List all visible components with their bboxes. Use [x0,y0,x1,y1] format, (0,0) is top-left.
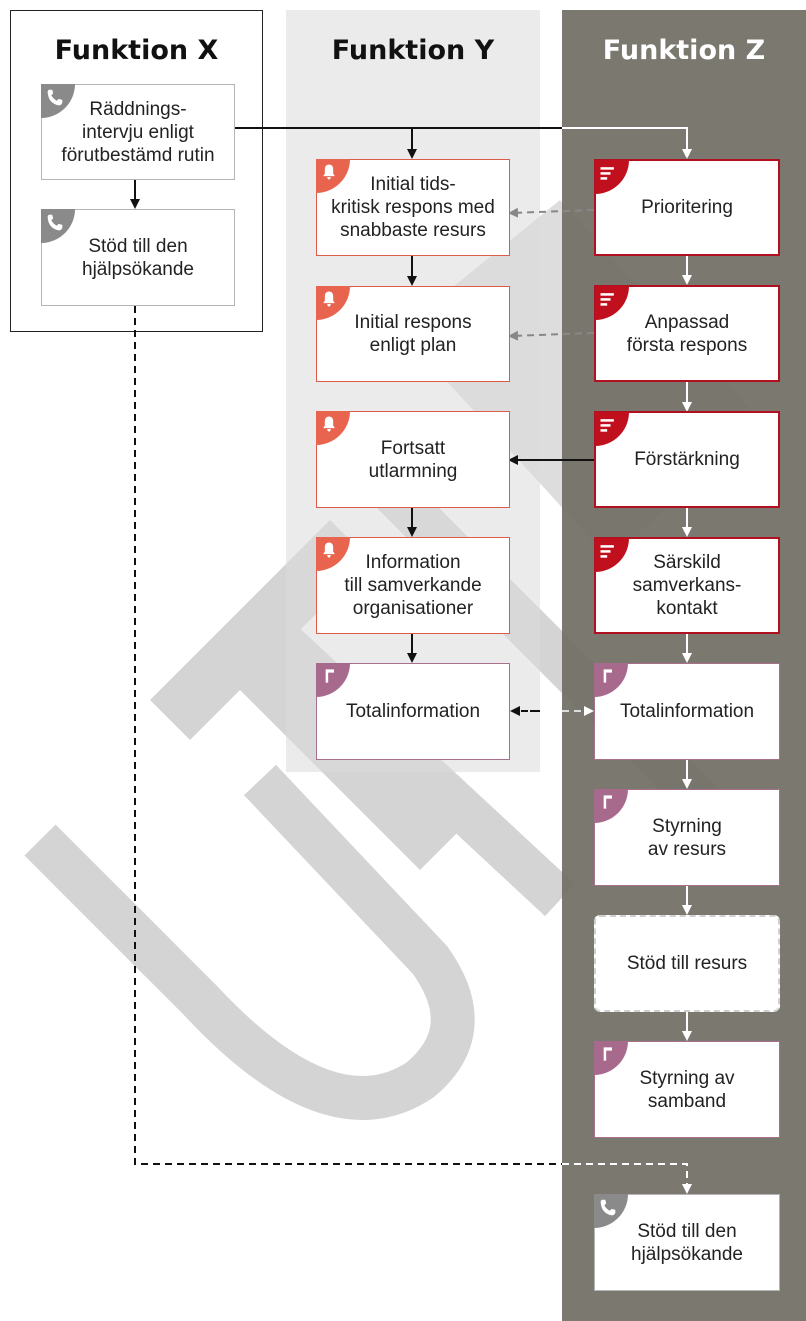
list-icon [595,412,629,446]
box-label: Initial tids- kritisk respons med snabba… [331,174,495,241]
box-prioritering: Prioritering [594,159,780,256]
box-label: Styrning av samband [639,1067,735,1112]
bell-icon [316,537,350,571]
box-label: Information till samverkande organisatio… [344,552,482,619]
box-label: Anpassad första respons [626,311,748,356]
lane-z-title: Funktion Z [602,35,766,66]
box-fortsatt-utlarmning: Fortsatt utlarmning [316,411,510,508]
box-label: Särskild samverkans- kontakt [632,552,742,619]
box-information-samverkande: Information till samverkande organisatio… [316,537,510,634]
box-anpassad-forsta-respons: Anpassad första respons [594,285,780,382]
box-label: Prioritering [641,197,733,218]
box-initial-tidskritisk: Initial tids- kritisk respons med snabba… [316,159,510,256]
radio-icon [316,663,350,697]
box-label: Stöd till den hjälpsökande [82,235,194,280]
box-totalinformation-z: Totalinformation [594,663,780,760]
list-icon [595,538,629,572]
box-label: Totalinformation [345,701,481,722]
box-label: Stöd till resurs [626,953,748,974]
lane-x-title: Funktion X [54,35,219,66]
box-initial-respons: Initial respons enligt plan [316,286,510,382]
box-stod-till-resurs: Stöd till resurs [594,915,780,1012]
bell-icon [316,411,350,445]
bell-icon [316,286,350,320]
lane-funktion-y [286,10,540,772]
radio-icon [594,663,628,697]
box-label: Förstärkning [634,449,740,470]
box-raddningsintervju: Räddnings- intervju enligt förutbestämd … [41,84,235,180]
box-label: Räddnings- intervju enligt förutbestämd … [61,98,215,166]
box-label: Styrning av resurs [647,815,727,860]
phone-icon [41,84,75,118]
lane-y-title: Funktion Y [331,35,495,66]
radio-icon [594,1041,628,1075]
box-sarskild-samverkanskontakt: Särskild samverkans- kontakt [594,537,780,634]
list-icon [595,160,629,194]
phone-icon [594,1194,628,1228]
box-label: Totalinformation [619,701,755,722]
phone-icon [41,209,75,243]
box-stod-hjalpsokande-x: Stöd till den hjälpsökande [41,209,235,306]
radio-icon [594,789,628,823]
box-forstarkning: Förstärkning [594,411,780,508]
box-label: Stöd till den hjälpsökande [631,1220,743,1265]
box-totalinformation-y: Totalinformation [316,663,510,760]
box-styrning-av-resurs: Styrning av resurs [594,789,780,886]
box-label: Fortsatt utlarmning [368,437,458,482]
box-label: Initial respons enligt plan [354,312,472,356]
box-styrning-av-samband: Styrning av samband [594,1041,780,1138]
box-stod-hjalpsokande-z: Stöd till den hjälpsökande [594,1194,780,1291]
